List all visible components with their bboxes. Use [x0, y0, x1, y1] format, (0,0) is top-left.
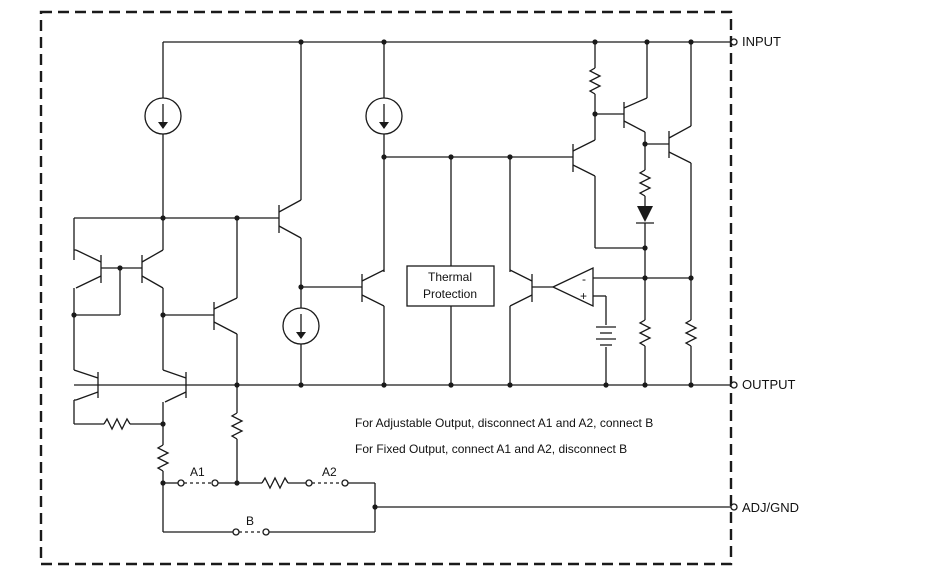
- adj-gnd-pin: ADJ/GND: [730, 500, 799, 515]
- resistor-r6: [638, 169, 652, 197]
- transistor-q9: [572, 139, 596, 177]
- current-source-left: [144, 42, 182, 218]
- adj-gnd-pin-label: ADJ/GND: [742, 500, 799, 515]
- reference-battery: [596, 326, 616, 346]
- current-source-mid-low: [282, 307, 320, 345]
- resistor-r4: [261, 476, 289, 490]
- output-pin-label: OUTPUT: [742, 377, 796, 392]
- thermal-label-line1: Thermal: [428, 270, 472, 284]
- resistor-r7: [638, 319, 652, 347]
- resistor-r2: [156, 444, 170, 472]
- resistor-r1: [103, 417, 131, 431]
- transistor-q11: [668, 125, 692, 164]
- link-a2-label: A2: [322, 465, 337, 479]
- link-a1-label: A1: [190, 465, 205, 479]
- transistor-q5: [162, 369, 187, 403]
- input-pin-label: INPUT: [742, 34, 781, 49]
- link-b-label: B: [246, 514, 254, 528]
- transistor-q4: [73, 369, 99, 401]
- zener-diode: [636, 206, 654, 224]
- output-pin: OUTPUT: [730, 377, 796, 392]
- note-adjustable: For Adjustable Output, disconnect A1 and…: [355, 416, 653, 430]
- note-fixed: For Fixed Output, connect A1 and A2, dis…: [355, 442, 627, 456]
- opamp-plus-label: +: [580, 289, 587, 303]
- transistor-q2: [141, 249, 164, 289]
- resistor-r8: [684, 319, 698, 347]
- input-pin: INPUT: [730, 34, 781, 49]
- transistor-q1: [75, 249, 120, 289]
- transistor-q6: [278, 199, 302, 239]
- error-amplifier: - +: [551, 266, 594, 308]
- resistor-r5: [588, 67, 602, 95]
- thermal-protection-block: Thermal Protection: [406, 265, 495, 307]
- current-source-mid-high: [365, 97, 403, 135]
- transistor-q8: [509, 269, 533, 307]
- package-outline: [39, 10, 733, 566]
- opamp-minus-label: -: [582, 272, 586, 286]
- transistor-q3: [213, 297, 238, 335]
- thermal-label-line2: Protection: [423, 287, 477, 301]
- transistor-q7: [361, 269, 385, 307]
- resistor-r3: [230, 412, 244, 440]
- transistor-q10: [623, 97, 648, 133]
